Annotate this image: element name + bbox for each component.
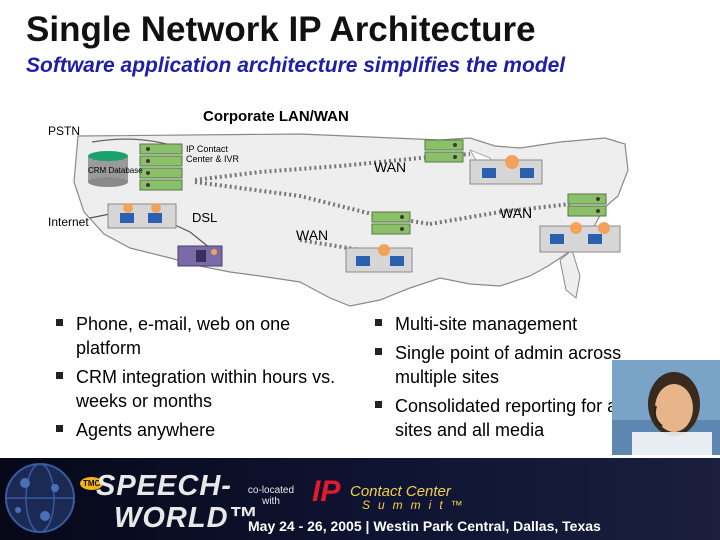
label-ip-contact-center: IP Contact Center & IVR [186, 144, 240, 164]
bullets-left: Phone, e-mail, web on one platform CRM i… [56, 312, 336, 447]
agent-photo [612, 360, 720, 455]
speech-world-logo-bottom: WORLD™ [114, 502, 259, 534]
bullet-item: Agents anywhere [56, 418, 336, 442]
server-southeast-icon [567, 193, 607, 217]
label-pstn: PSTN [48, 124, 81, 138]
server-east-icon [424, 139, 464, 163]
label-corporate-lan-wan: Corporate LAN/WAN [203, 108, 349, 125]
co-located-text: co-located with [247, 485, 295, 507]
wan-dotted-1 [194, 152, 471, 182]
agent-workstations-northeast-icon [469, 155, 543, 185]
headset-agent-icon [612, 360, 720, 455]
speech-world-logo-top: SPEECH- [96, 470, 232, 502]
wan-dotted-3 [429, 202, 571, 226]
page-title: Single Network IP Architecture [26, 10, 536, 49]
bullet-square-icon [375, 348, 382, 355]
globe-icon [5, 463, 75, 533]
summit-logo-text: Summit™ [362, 498, 471, 512]
agent-workstations-west-icon [107, 203, 177, 229]
bullet-item: Phone, e-mail, web on one platform [56, 312, 336, 360]
ip-contact-center-server-icon [139, 143, 183, 191]
bullets-right: Multi-site management Single point of ad… [375, 312, 665, 447]
florida [559, 249, 581, 299]
bullet-square-icon [56, 319, 63, 326]
home-agent-icon [177, 245, 223, 267]
server-central-icon [371, 211, 411, 235]
bullet-item: Multi-site management [375, 312, 665, 336]
agent-workstations-central-icon [345, 244, 413, 273]
label-wan-southeast: WAN [500, 205, 533, 221]
bullet-square-icon [375, 319, 382, 326]
event-banner: TMC SPEECH- WORLD™ co-located with IP Co… [0, 458, 720, 540]
label-internet: Internet [48, 215, 89, 229]
label-dsl: DSL [192, 210, 218, 225]
network-diagram: Corporate LAN/WAN PSTN CRM Database IP C… [0, 100, 720, 310]
bullet-item: Single point of admin across multiple si… [375, 341, 665, 389]
contact-center-logo-text: Contact Center [350, 483, 451, 500]
event-dates-location: May 24 - 26, 2005 | Westin Park Central,… [248, 518, 601, 534]
bullet-square-icon [375, 401, 382, 408]
bullet-square-icon [56, 372, 63, 379]
label-wan-central: WAN [296, 227, 329, 243]
agent-workstations-southeast-icon [539, 222, 621, 253]
label-wan-northeast: WAN [374, 159, 407, 175]
crm-database-icon [88, 151, 128, 187]
bullet-item: CRM integration within hours vs. weeks o… [56, 365, 336, 413]
page-subtitle: Software application architecture simpli… [26, 54, 566, 77]
label-crm-database: CRM Database [88, 166, 143, 175]
ip-logo-text: IP [312, 475, 341, 508]
bullet-square-icon [56, 425, 63, 432]
tmc-badge: TMC [80, 477, 104, 490]
us-map-network-svg [73, 133, 629, 307]
bullet-item: Consolidated reporting for all sites and… [375, 394, 665, 442]
